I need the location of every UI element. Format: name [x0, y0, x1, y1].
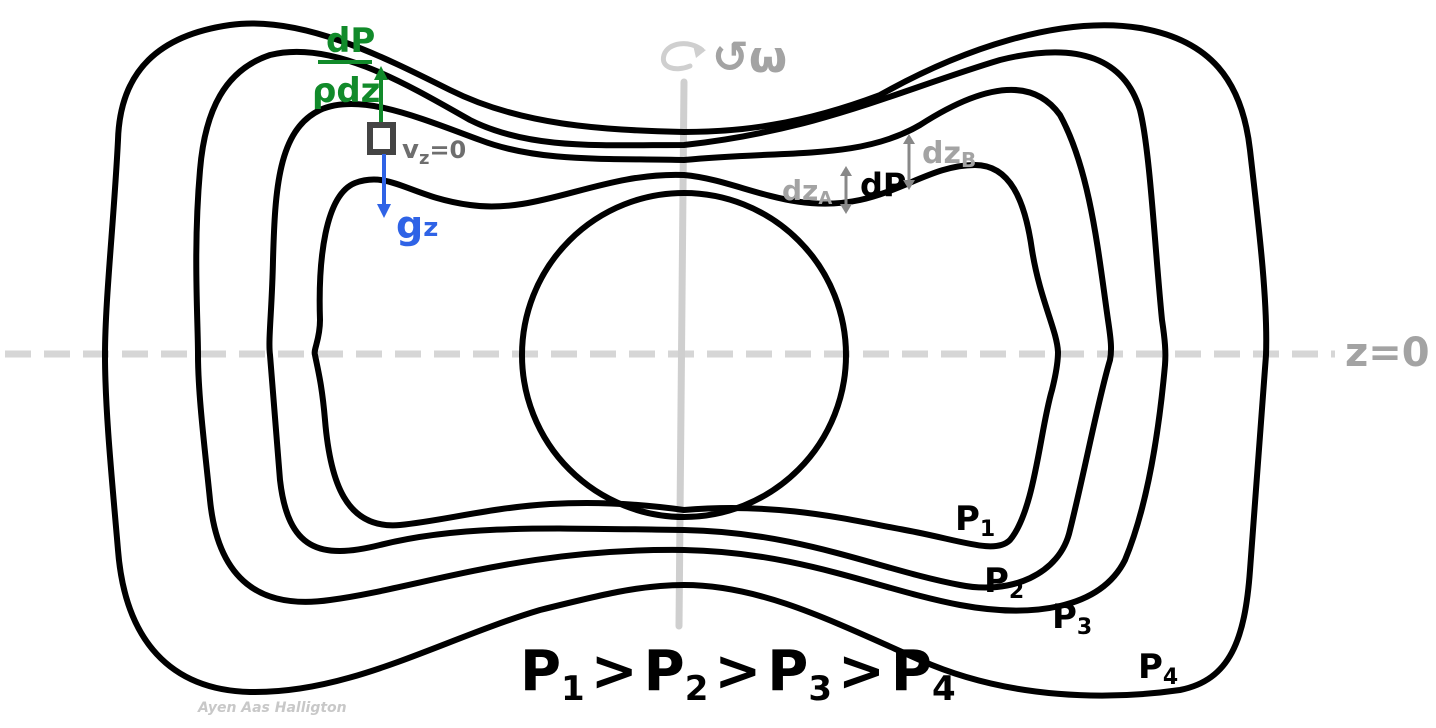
omega-label: ↺ω — [712, 32, 787, 83]
isobar-p2 — [266, 87, 1115, 591]
rotation-arrowhead-icon — [693, 45, 706, 58]
dza-arrowhead-up-icon — [840, 166, 852, 176]
dp-mid-label: dP — [860, 166, 906, 204]
dzb-arrowhead-up-icon — [903, 134, 915, 144]
isobar-p1 — [311, 162, 1061, 550]
vz-label: vz=0 — [402, 135, 466, 169]
isobar-p4 — [102, 20, 1270, 699]
dzb-arrowhead-down-icon — [903, 180, 915, 190]
pressure-arrowhead-icon — [374, 66, 388, 80]
dzb-label: dzB — [922, 136, 976, 172]
isobar-p2-label: P2 — [984, 561, 1024, 604]
central-body-circle — [519, 190, 849, 520]
gz-label: gz — [396, 203, 438, 247]
pressure-ordering-label: P1>P2>P3>P4 — [520, 639, 956, 709]
dp-denominator-label: ρdz — [312, 71, 380, 111]
signature: Ayen Aas Halligton — [197, 700, 347, 716]
gravity-arrowhead-icon — [377, 204, 391, 218]
isobar-p1-label: P1 — [955, 499, 995, 542]
isobar-p3-label: P3 — [1052, 597, 1092, 640]
z-zero-label: z=0 — [1345, 330, 1430, 376]
isobar-p4-label: P4 — [1138, 647, 1178, 690]
dza-label: dzA — [782, 174, 832, 209]
dp-numerator-label: dP — [326, 21, 375, 61]
dza-arrowhead-down-icon — [840, 204, 852, 214]
isobar-p3 — [193, 48, 1169, 614]
rotation-arrow-icon — [660, 41, 705, 72]
fluid-parcel-box — [367, 122, 396, 155]
